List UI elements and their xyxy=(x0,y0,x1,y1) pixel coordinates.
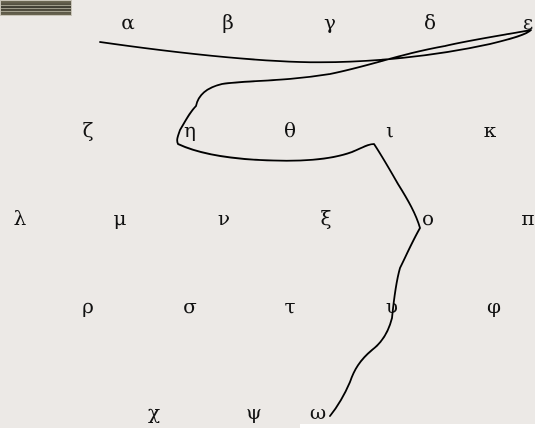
letter-tau[interactable]: τ xyxy=(284,296,295,316)
letter-delta[interactable]: δ xyxy=(424,12,436,32)
letter-nu[interactable]: ν xyxy=(218,208,230,228)
letter-beta[interactable]: β xyxy=(222,12,234,32)
letter-psi[interactable]: ψ xyxy=(246,402,262,422)
letter-eta[interactable]: η xyxy=(184,120,196,140)
photo-thumbnail-icon[interactable] xyxy=(0,0,72,16)
letter-alpha[interactable]: α xyxy=(121,12,135,32)
letter-kappa[interactable]: κ xyxy=(484,120,497,140)
letter-zeta[interactable]: ζ xyxy=(83,120,94,140)
letter-phi[interactable]: φ xyxy=(487,296,501,316)
letter-omega[interactable]: ω xyxy=(310,402,326,422)
letter-lambda[interactable]: λ xyxy=(14,208,27,228)
letter-chi[interactable]: χ xyxy=(148,402,160,422)
letter-xi[interactable]: ξ xyxy=(320,208,331,228)
letter-mu[interactable]: μ xyxy=(114,208,127,228)
letter-rho[interactable]: ρ xyxy=(82,296,94,316)
letter-theta[interactable]: θ xyxy=(284,120,296,140)
letter-epsilon[interactable]: ε xyxy=(523,12,533,32)
letter-sigma[interactable]: σ xyxy=(183,296,197,316)
letter-iota[interactable]: ι xyxy=(386,120,394,140)
status-panel xyxy=(300,424,535,428)
letter-upsilon[interactable]: υ xyxy=(386,296,398,316)
letter-omicron[interactable]: ο xyxy=(422,208,434,228)
letter-pi[interactable]: π xyxy=(521,208,534,228)
letter-gamma[interactable]: γ xyxy=(324,12,336,32)
swipe-trace-path xyxy=(100,30,531,416)
